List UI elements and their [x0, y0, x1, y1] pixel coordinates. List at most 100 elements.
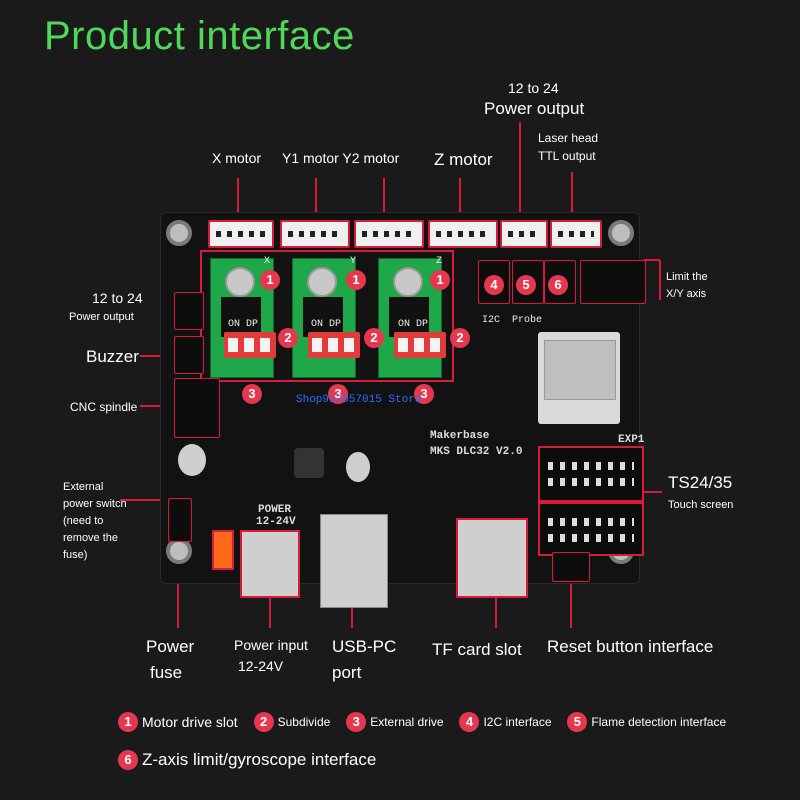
- cnc-spindle-connector: [174, 378, 220, 438]
- y2-motor-connector: [354, 220, 424, 248]
- usb-label-1: USB-PC: [332, 637, 397, 656]
- legend-badge: 5: [567, 712, 588, 732]
- buzzer-connector: [174, 336, 204, 374]
- y-driver-module: [292, 258, 356, 378]
- board-model: MKS DLC32 V2.0: [430, 446, 523, 458]
- wifi-module: [538, 332, 620, 424]
- ext-switch-line-3: (need to: [63, 515, 104, 527]
- badge-1: 1: [260, 270, 280, 290]
- power-fuse: [212, 530, 234, 570]
- tf-card-slot: [456, 518, 528, 598]
- usb-label-2: port: [332, 663, 362, 682]
- tf-card-label: TF card slot: [432, 640, 522, 659]
- legend-badge: 1: [118, 712, 138, 732]
- probe-pin-label: Probe: [512, 315, 543, 326]
- z-motor-label: Z motor: [434, 150, 493, 169]
- power-silkscreen-1: POWER: [258, 504, 292, 516]
- capacitor: [346, 452, 370, 482]
- legend-text: Subdivide: [277, 715, 331, 729]
- legend-text: Z-axis limit/gyroscope interface: [142, 750, 377, 769]
- badge-1: 1: [346, 270, 366, 290]
- badge-3: 3: [242, 384, 262, 404]
- ts-label-1: TS24/35: [668, 473, 733, 492]
- legend-text: Flame detection interface: [591, 715, 727, 729]
- badge-5: 5: [516, 275, 536, 295]
- power-output-top-label-2: Power output: [484, 99, 585, 118]
- legend-text: I2C interface: [483, 715, 552, 729]
- buzzer-label: Buzzer: [86, 347, 139, 366]
- power-output-left-label-2: Power output: [69, 311, 134, 323]
- i2c-pin-label: I2C: [482, 315, 501, 326]
- usb-pc-port: [320, 514, 388, 608]
- legend-badge: 6: [118, 750, 138, 770]
- x-axis-pin-label: X: [264, 256, 271, 267]
- badge-1: 1: [430, 270, 450, 290]
- power-input-label-2: 12-24V: [238, 658, 284, 674]
- dip-on-label: ON DP: [311, 319, 342, 330]
- y-dip-switch[interactable]: [308, 332, 360, 358]
- legend-badge: 3: [346, 712, 367, 732]
- exp-header-2: [538, 502, 644, 556]
- ext-switch-line-2: power switch: [63, 498, 127, 510]
- power-fuse-label-2: fuse: [150, 663, 183, 682]
- cnc-spindle-label: CNC spindle: [70, 400, 138, 414]
- x-dip-switch[interactable]: [224, 332, 276, 358]
- ext-switch-line-1: External: [63, 481, 104, 493]
- inductor: [294, 448, 324, 478]
- legend-text: Motor drive slot: [142, 714, 238, 730]
- exp1-label: EXP1: [618, 434, 645, 446]
- capacitor: [178, 444, 206, 476]
- power-input-label-1: Power input: [234, 637, 308, 653]
- dip-on-label: ON DP: [398, 319, 429, 330]
- badge-3: 3: [328, 384, 348, 404]
- power-silkscreen-2: 12-24V: [256, 516, 296, 528]
- power-fuse-label-1: Power: [146, 637, 195, 656]
- legend-text: External drive: [370, 715, 444, 729]
- mount-hole: [608, 220, 634, 246]
- badge-2: 2: [278, 328, 298, 348]
- laser-head-label-2: TTL output: [538, 149, 596, 163]
- x-motor-label: X motor: [212, 150, 262, 166]
- badge-2: 2: [364, 328, 384, 348]
- power-output-left-connector: [174, 292, 204, 330]
- ext-switch-line-5: fuse): [63, 549, 88, 561]
- watermark: Shop912057015 Store: [296, 394, 422, 406]
- laser-head-label-1: Laser head: [538, 131, 599, 145]
- y-motor-label: Y1 motor Y2 motor: [282, 150, 400, 166]
- exp-header-1: [538, 446, 644, 502]
- dip-on-label: ON DP: [228, 319, 259, 330]
- limit-label-1: Limit the: [666, 271, 708, 283]
- x-motor-connector: [208, 220, 274, 248]
- mount-hole: [166, 220, 192, 246]
- y1-motor-connector: [280, 220, 350, 248]
- badge-6: 6: [548, 275, 568, 295]
- page-title: Product interface: [44, 14, 355, 58]
- ts-label-2: Touch screen: [668, 499, 734, 511]
- z-dip-switch[interactable]: [394, 332, 446, 358]
- brand-name: Makerbase: [430, 430, 490, 442]
- external-power-switch[interactable]: [168, 498, 192, 542]
- controller-board: ON DP ON DP ON DP 1 1 1 2 2 2 3 3 3 X Y …: [160, 212, 646, 608]
- legend-badge: 2: [253, 712, 274, 732]
- power-input-port: [240, 530, 300, 598]
- ext-switch-line-4: remove the: [63, 532, 119, 544]
- z-motor-connector: [428, 220, 498, 248]
- z-axis-pin-label: Z: [436, 256, 443, 267]
- limit-label-2: X/Y axis: [666, 288, 707, 300]
- power-output-left-label-1: 12 to 24: [92, 290, 143, 306]
- legend-badge: 4: [459, 712, 480, 732]
- y-axis-pin-label: Y: [350, 256, 357, 267]
- xy-limit-interface: [580, 260, 646, 304]
- badge-4: 4: [484, 275, 504, 295]
- power-output-top-label-1: 12 to 24: [508, 80, 559, 96]
- reset-button-interface[interactable]: [552, 552, 590, 582]
- badge-2: 2: [450, 328, 470, 348]
